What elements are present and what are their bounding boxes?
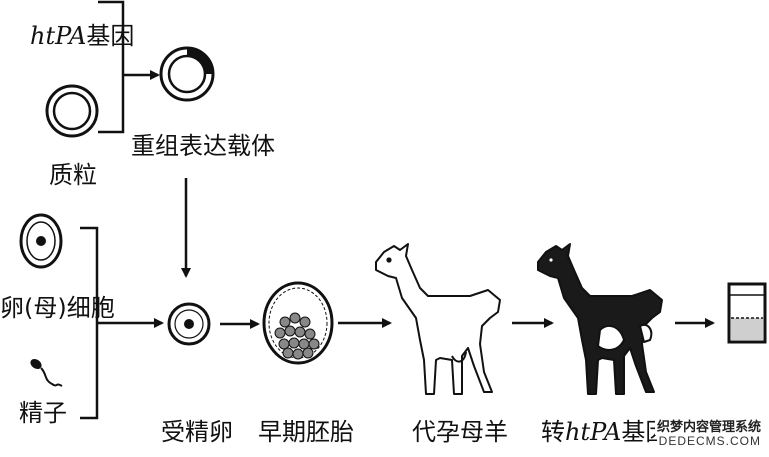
milk-beaker-icon [727, 282, 767, 344]
top-bracket [98, 0, 125, 134]
early-embryo-icon [262, 281, 334, 365]
plasmid-icon [45, 84, 99, 138]
lower-bracket [80, 226, 99, 420]
label-egg-cell: 卵(母)细胞 [0, 294, 115, 322]
label-surrogate-ewe: 代孕母羊 [412, 418, 508, 446]
label-transgenic-italic: htPA [565, 418, 622, 446]
recombinant-vector-icon [159, 46, 215, 102]
watermark-cn: 织梦内容管理系统 [654, 416, 763, 435]
label-sperm: 精子 [19, 399, 67, 427]
label-htpa-gene-italic: htPA [30, 22, 87, 50]
egg-cell-icon [19, 213, 63, 269]
label-htpa-gene: htPA基因 [30, 24, 134, 48]
label-early-embryo: 早期胚胎 [258, 418, 354, 446]
label-fertilized-egg: 受精卵 [161, 418, 233, 446]
transgenic-ewe-icon [537, 243, 663, 395]
label-transgenic-prefix: 转 [541, 418, 565, 446]
fertilized-egg-icon [167, 302, 211, 346]
label-recombinant-vector: 重组表达载体 [131, 132, 275, 160]
sperm-icon [30, 358, 63, 387]
label-plasmid: 质粒 [49, 161, 97, 189]
watermark-domain: DEDECMS.COM [656, 434, 763, 448]
label-htpa-gene-suffix: 基因 [86, 22, 135, 50]
surrogate-ewe-icon [375, 243, 501, 395]
